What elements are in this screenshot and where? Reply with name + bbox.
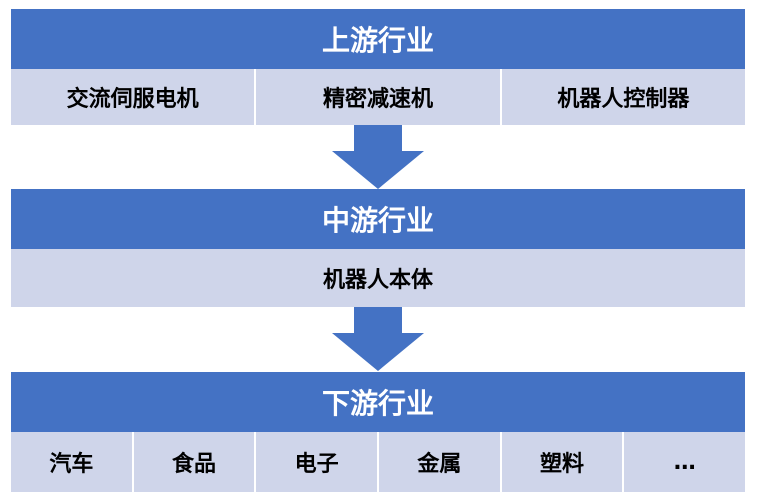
down-arrow-icon: [332, 125, 424, 189]
downstream-item: 汽车: [11, 432, 134, 492]
downstream-item: 电子: [256, 432, 380, 492]
downstream-items-row: 汽车 食品 电子 金属 塑料 …: [11, 432, 745, 492]
midstream-items-row: 机器人本体: [11, 249, 745, 307]
downstream-item: 食品: [134, 432, 257, 492]
downstream-item: 塑料: [502, 432, 625, 492]
downstream-title: 下游行业: [321, 387, 434, 420]
down-arrow-icon: [332, 307, 424, 371]
upstream-item: 精密减速机: [256, 69, 502, 125]
upstream-title: 上游行业: [321, 24, 434, 57]
downstream-item: …: [673, 449, 696, 475]
downstream-item: 金属: [379, 432, 502, 492]
downstream-header: 下游行业: [11, 372, 745, 432]
upstream-item: 交流伺服电机: [11, 69, 257, 125]
upstream-header: 上游行业: [11, 9, 745, 69]
midstream-title: 中游行业: [321, 204, 434, 237]
midstream-item: 机器人本体: [322, 268, 433, 293]
upstream-items-row: 交流伺服电机 精密减速机 机器人控制器: [11, 69, 745, 125]
upstream-item: 机器人控制器: [557, 87, 690, 112]
midstream-header: 中游行业: [11, 189, 745, 249]
